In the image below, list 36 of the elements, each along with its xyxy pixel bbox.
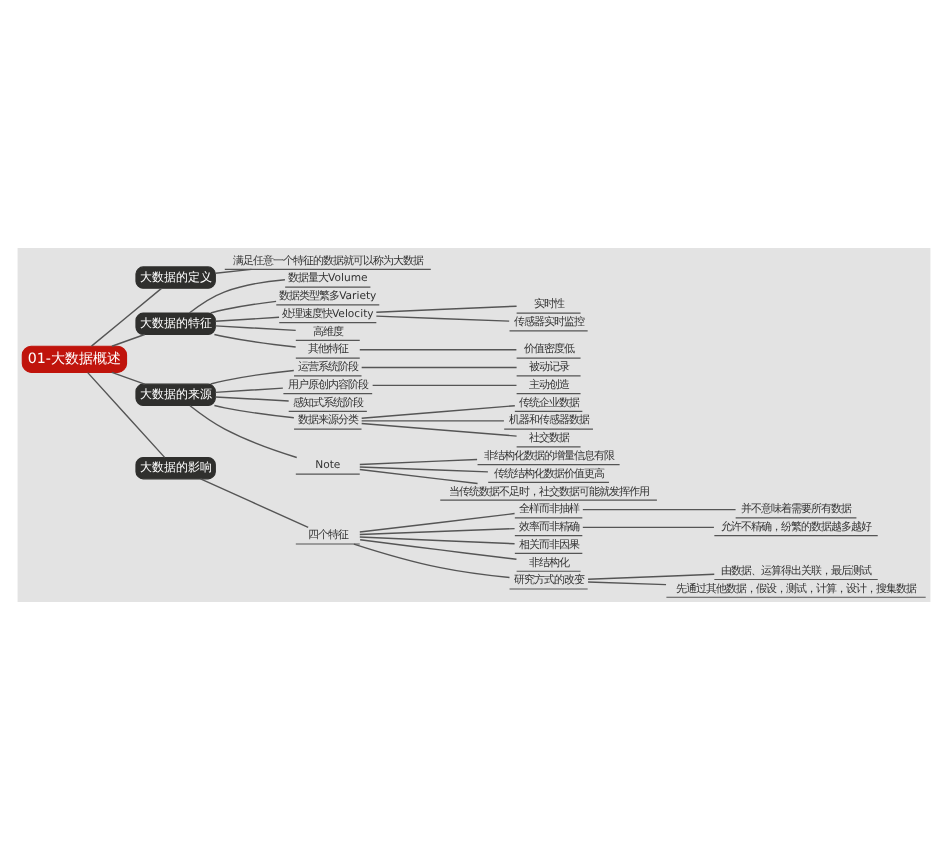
connector (353, 542, 511, 578)
connector (587, 572, 715, 579)
connector (214, 315, 280, 322)
connector (360, 419, 505, 421)
connector (359, 511, 516, 532)
connector (359, 348, 518, 350)
connector (111, 370, 146, 384)
connector (213, 332, 297, 347)
connector (210, 299, 277, 313)
connector (360, 365, 518, 368)
connector (213, 403, 295, 418)
connector (359, 457, 478, 465)
connector (359, 526, 516, 535)
connector (371, 383, 518, 386)
connector (214, 324, 297, 331)
connector (375, 304, 518, 312)
connector (188, 278, 286, 313)
connector (214, 267, 253, 274)
connector (360, 404, 516, 418)
connector (375, 314, 510, 321)
connector (360, 421, 518, 436)
connector (210, 368, 295, 384)
connector (214, 395, 290, 401)
connector (582, 507, 737, 510)
connector (111, 332, 146, 346)
connector (214, 386, 284, 393)
connector (359, 467, 479, 484)
connector (199, 477, 309, 528)
connector (587, 580, 667, 585)
connector (582, 525, 715, 528)
connector (87, 370, 166, 458)
connector (90, 286, 163, 346)
connector (189, 404, 298, 458)
connector (359, 535, 516, 544)
connector (359, 465, 489, 472)
connector (359, 538, 518, 559)
